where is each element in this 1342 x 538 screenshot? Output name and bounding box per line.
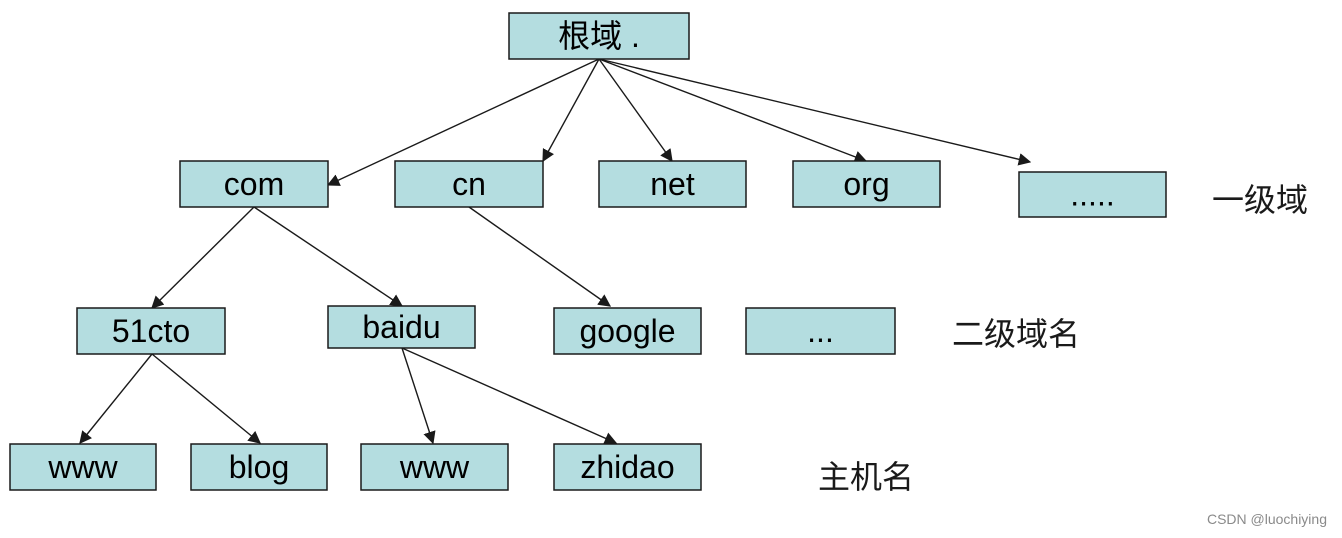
node-box-google <box>553 307 702 355</box>
node-box-www1 <box>9 443 157 491</box>
node-box-tld_more <box>1018 171 1167 218</box>
node-www2: www <box>360 443 509 491</box>
node-box-d_51cto <box>76 307 226 355</box>
node-box-net <box>598 160 747 208</box>
node-label-sld_more: ... <box>807 313 834 349</box>
node-tld_more: ..... <box>1018 171 1167 218</box>
edge-root-to-org <box>598 58 868 163</box>
node-box-com <box>179 160 329 208</box>
node-blog: blog <box>190 443 328 491</box>
node-google: google <box>553 307 702 355</box>
edge-d_51cto-to-blog <box>151 353 261 444</box>
edge-com-to-baidu <box>253 206 404 307</box>
node-label-d_51cto: 51cto <box>112 313 190 349</box>
node-box-cn <box>394 160 544 208</box>
node-label-blog: blog <box>229 449 290 485</box>
watermark: CSDN @luochiying <box>1207 511 1327 527</box>
node-cn: cn <box>394 160 544 208</box>
node-box-org <box>792 160 941 208</box>
level-label-host: 主机名 <box>818 458 914 496</box>
node-box-baidu <box>327 305 476 349</box>
edge-root-to-tld_more <box>598 58 1032 166</box>
node-net: net <box>598 160 747 208</box>
edge-baidu-to-www2 <box>401 347 436 445</box>
node-org: org <box>792 160 941 208</box>
edges-layer <box>79 58 1032 445</box>
edge-root-to-cn <box>542 58 600 163</box>
node-box-root <box>508 12 690 60</box>
node-box-www2 <box>360 443 509 491</box>
node-label-google: google <box>579 313 675 349</box>
edge-d_51cto-to-www1 <box>79 353 153 444</box>
node-root: 根域 . <box>508 12 690 60</box>
edge-com-to-d_51cto <box>151 206 255 309</box>
node-sld_more: ... <box>745 307 896 355</box>
level-label-tld: 一级域 <box>1212 181 1308 219</box>
node-www1: www <box>9 443 157 491</box>
node-box-blog <box>190 443 328 491</box>
node-zhidao: zhidao <box>553 443 702 491</box>
edge-root-to-com <box>326 58 600 186</box>
node-d_51cto: 51cto <box>76 307 226 355</box>
edge-cn-to-google <box>468 206 612 307</box>
node-label-com: com <box>224 166 284 202</box>
node-box-sld_more <box>745 307 896 355</box>
edge-root-to-net <box>598 58 673 163</box>
node-label-root: 根域 . <box>558 18 640 54</box>
node-label-tld_more: ..... <box>1070 177 1114 213</box>
node-baidu: baidu <box>327 305 476 349</box>
node-label-org: org <box>843 166 889 202</box>
nodes-layer: 根域 . com cn net org..... 51cto baidu google... w… <box>9 12 1167 491</box>
node-box-zhidao <box>553 443 702 491</box>
level-label-sld: 二级域名 <box>952 315 1080 353</box>
node-label-www2: www <box>399 449 470 485</box>
node-com: com <box>179 160 329 208</box>
node-label-www1: www <box>47 449 118 485</box>
edge-baidu-to-zhidao <box>401 347 618 445</box>
node-label-cn: cn <box>452 166 486 202</box>
node-label-zhidao: zhidao <box>580 449 674 485</box>
node-label-baidu: baidu <box>362 309 440 345</box>
node-label-net: net <box>650 166 695 202</box>
